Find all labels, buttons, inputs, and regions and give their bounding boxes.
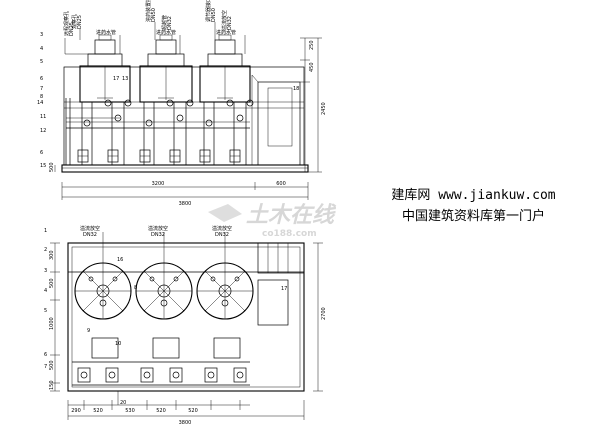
elevation-dim-left: 500 xyxy=(49,162,55,172)
plan-callout-9: 9 xyxy=(87,328,90,334)
elevation-dim-right-0: 250 xyxy=(309,40,315,50)
elevation-view xyxy=(54,22,322,200)
plan-tank-2 xyxy=(135,262,193,320)
plan-dim-bottom-0: 290 xyxy=(71,408,81,414)
elevation-top-label-4: 调节器接口 xyxy=(205,0,212,22)
elevation-dim-right-1: 450 xyxy=(309,62,315,72)
elevation-pipe-label-1: 进药水管 xyxy=(156,29,176,36)
tank-3 xyxy=(199,34,251,103)
plan-dim-total: 3800 xyxy=(179,420,192,426)
plan-top-label-1: 溢流放空 xyxy=(148,225,168,232)
watermark: 土木在线 co188.com xyxy=(208,203,337,239)
plan-pumps xyxy=(72,361,250,386)
elevation-top-label-2: 溶药装置接口 xyxy=(145,0,152,22)
elevation-callout-17: 17 xyxy=(113,76,119,82)
elevation-callout-11-7: 11 xyxy=(40,114,46,120)
plan-dimensions xyxy=(50,242,323,420)
plan-callout-2: 2 xyxy=(44,247,47,253)
elevation-callout-18: 18 xyxy=(293,86,299,92)
plan-tank-3 xyxy=(196,262,254,320)
elevation-pipe-label-2: 进药水管 xyxy=(216,29,236,36)
tank-2 xyxy=(139,34,193,103)
plan-view xyxy=(50,232,323,420)
watermark-main: 土木在线 xyxy=(246,203,337,228)
elevation-top-code-4: DN50 xyxy=(211,8,217,22)
elevation-callout-3-0: 3 xyxy=(40,32,43,38)
elevation-callout-13: 13 xyxy=(122,76,128,82)
plan-callout-3: 3 xyxy=(44,268,47,274)
plan-dim-left-3: 500 xyxy=(49,360,55,370)
elevation-top-label-5: 溢流放空 xyxy=(221,10,228,30)
plan-callout-16: 16 xyxy=(117,257,123,263)
elevation-top-code-1: DN25 xyxy=(77,15,83,29)
tank-1 xyxy=(79,34,131,103)
plan-callout-7: 7 xyxy=(44,364,47,370)
elevation-callout-5-2: 5 xyxy=(40,59,43,65)
elevation-dim-bottom-1: 600 xyxy=(276,181,286,187)
plan-callout-10: 10 xyxy=(115,341,121,347)
elevation-callout-4-1: 4 xyxy=(40,46,43,52)
elevation-callout-6-9: 6 xyxy=(40,150,43,156)
plan-dim-bottom-3: 520 xyxy=(156,408,166,414)
elevation-top-label-1: 观察孔 xyxy=(71,14,78,29)
elevation-top-label-3: 超越管 xyxy=(161,15,168,30)
elevation-callout-15-10: 15 xyxy=(40,163,46,169)
plan-callout-4: 4 xyxy=(44,288,47,294)
elevation-piping xyxy=(65,98,254,165)
plan-tank-1 xyxy=(74,262,132,320)
plan-top-code-0: DN32 xyxy=(83,232,97,238)
plan-dim-left-1: 500 xyxy=(49,278,55,288)
plan-callout-1: 1 xyxy=(44,228,47,234)
plan-top-code-2: DN32 xyxy=(215,232,229,238)
credit-website-line: 建库网 www.jiankuw.com xyxy=(391,188,556,203)
plan-callout-5: 5 xyxy=(44,308,47,314)
elevation-top-code-5: DN32 xyxy=(227,16,233,30)
elevation-callout-8-5: 8 xyxy=(40,94,43,100)
plan-dim-bottom-4: 520 xyxy=(188,408,198,414)
elevation-callout-12-8: 12 xyxy=(40,128,46,134)
elevation-top-code-0: DN25 xyxy=(69,22,75,36)
plan-top-label-0: 溢流放空 xyxy=(80,225,100,232)
plan-dim-left-2: 1000 xyxy=(49,317,55,330)
elevation-callout-7-4: 7 xyxy=(40,86,43,92)
plan-dim-bottom-2: 530 xyxy=(125,408,135,414)
elevation-top-label-0: 远程观察孔 xyxy=(63,11,70,36)
plan-callout-6: 6 xyxy=(44,352,47,358)
plan-top-code-1: DN32 xyxy=(151,232,165,238)
elevation-top-leaders xyxy=(64,22,246,55)
plan-dim-left-4: 150 xyxy=(49,380,55,390)
elevation-top-code-2: DN50 xyxy=(151,8,157,22)
plan-callout-8: 8 xyxy=(134,285,137,291)
plan-callout-17: 17 xyxy=(281,286,287,292)
elevation-dim-bottom-0: 3200 xyxy=(152,181,165,187)
elevation-callout-14-6: 14 xyxy=(37,100,43,106)
elevation-dimensions xyxy=(54,37,322,200)
plan-dim-bottom-1: 520 xyxy=(93,408,103,414)
plan-top-label-2: 溢流放空 xyxy=(212,225,232,232)
plan-dim-left-0: 300 xyxy=(49,250,55,260)
elevation-dim-right-2: 2450 xyxy=(321,102,327,115)
credit-tagline: 中国建筑资料库第一门户 xyxy=(401,209,545,224)
plan-dim-right: 2700 xyxy=(321,307,327,320)
plan-callout-20: 20 xyxy=(120,400,126,406)
elevation-callout-6-3: 6 xyxy=(40,76,43,82)
elevation-dim-total: 3800 xyxy=(179,201,192,207)
elevation-top-code-3: DN32 xyxy=(167,16,173,30)
elevation-pipe-label-0: 进药水管 xyxy=(96,29,116,36)
credit-box: 建库网 www.jiankuw.com 中国建筑资料库第一门户 xyxy=(381,180,566,235)
watermark-sub: co188.com xyxy=(262,229,317,239)
